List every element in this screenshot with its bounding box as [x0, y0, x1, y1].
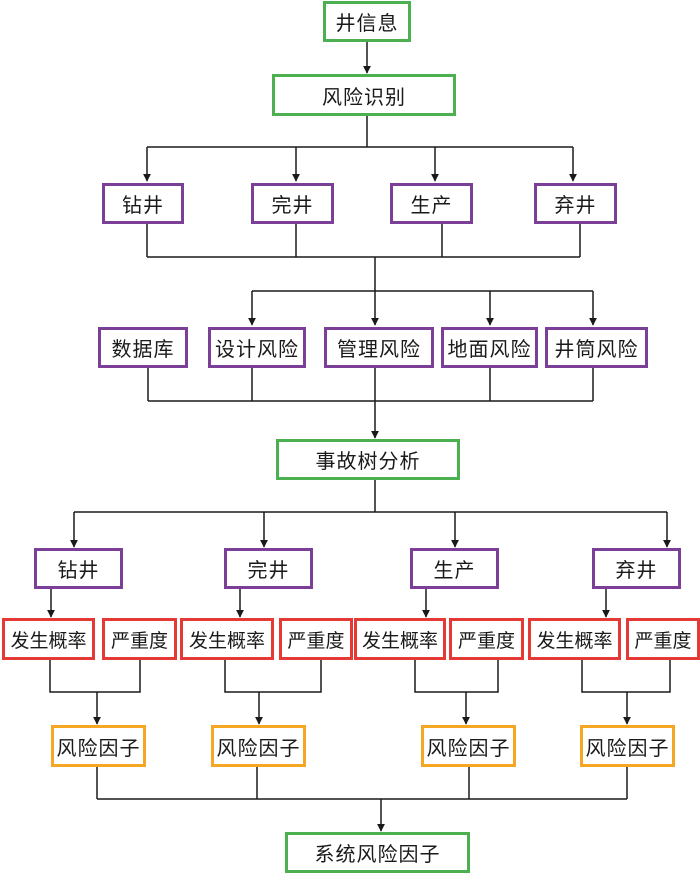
node-severity-drilling: 严重度: [102, 618, 177, 660]
node-design-risk: 设计风险: [208, 327, 306, 368]
node-label: 地面风险: [447, 337, 532, 361]
node-stage2-completion: 完井: [224, 548, 313, 589]
node-label: 发生概率: [361, 629, 438, 652]
node-wellbore-risk: 井筒风险: [545, 327, 648, 368]
connector-group-abandonment: [581, 659, 671, 725]
node-label: 钻井: [122, 193, 164, 217]
node-database: 数据库: [98, 327, 188, 368]
node-label: 风险识别: [322, 84, 406, 109]
node-stage1-drilling: 钻井: [102, 183, 184, 224]
node-label: 数据库: [111, 337, 175, 361]
node-label: 发生概率: [188, 629, 265, 652]
node-label: 设计风险: [215, 337, 299, 361]
node-fault-tree-analysis: 事故树分析: [276, 439, 460, 480]
node-risk-factor-drilling: 风险因子: [51, 725, 146, 767]
node-label: 井筒风险: [554, 337, 639, 361]
node-label: 弃井: [554, 193, 597, 217]
node-label: 完井: [247, 558, 290, 582]
node-risk-factor-production: 风险因子: [421, 725, 516, 767]
node-severity-production: 严重度: [449, 618, 524, 660]
node-label: 事故树分析: [315, 449, 421, 473]
node-severity-completion: 严重度: [279, 618, 353, 660]
node-label: 发生概率: [10, 629, 87, 652]
node-label: 系统风险因子: [314, 842, 441, 866]
node-probability-production: 发生概率: [354, 618, 446, 660]
node-surface-risk: 地面风险: [441, 327, 538, 368]
node-management-risk: 管理风险: [324, 327, 434, 368]
node-stage2-production: 生产: [410, 548, 499, 589]
node-risk-factor-completion: 风险因子: [211, 725, 306, 767]
node-label: 生产: [410, 193, 453, 217]
node-stage2-abandonment: 弃井: [592, 548, 681, 589]
connector-group-production: [414, 659, 499, 725]
node-risk-identification: 风险识别: [272, 74, 456, 116]
node-label: 严重度: [110, 629, 168, 652]
node-label: 严重度: [634, 629, 692, 652]
node-label: 井信息: [335, 11, 399, 35]
node-label: 严重度: [287, 629, 345, 652]
node-label: 严重度: [457, 629, 515, 652]
node-system-risk-factor: 系统风险因子: [285, 832, 470, 873]
node-stage1-completion: 完井: [251, 183, 334, 224]
node-label: 钻井: [57, 558, 100, 582]
node-label: 管理风险: [337, 337, 421, 361]
node-label: 完井: [271, 193, 314, 217]
node-risk-factor-abandonment: 风险因子: [580, 725, 675, 767]
node-label: 风险因子: [426, 735, 511, 760]
node-stage2-drilling: 钻井: [34, 548, 123, 589]
node-label: 生产: [433, 558, 476, 582]
node-label: 风险因子: [585, 735, 670, 760]
node-well-info: 井信息: [323, 1, 411, 42]
node-severity-abandonment: 严重度: [626, 618, 700, 660]
node-label: 发生概率: [536, 629, 613, 652]
connector-group-completion: [224, 659, 322, 725]
node-label: 风险因子: [216, 735, 301, 760]
node-label: 弃井: [615, 558, 658, 582]
connector-group-drilling: [49, 659, 141, 725]
node-probability-abandonment: 发生概率: [528, 618, 621, 660]
node-stage1-abandonment: 弃井: [534, 183, 617, 224]
node-probability-completion: 发生概率: [180, 618, 274, 660]
node-stage1-production: 生产: [390, 183, 473, 224]
node-probability-drilling: 发生概率: [2, 618, 95, 660]
node-label: 风险因子: [56, 735, 141, 760]
